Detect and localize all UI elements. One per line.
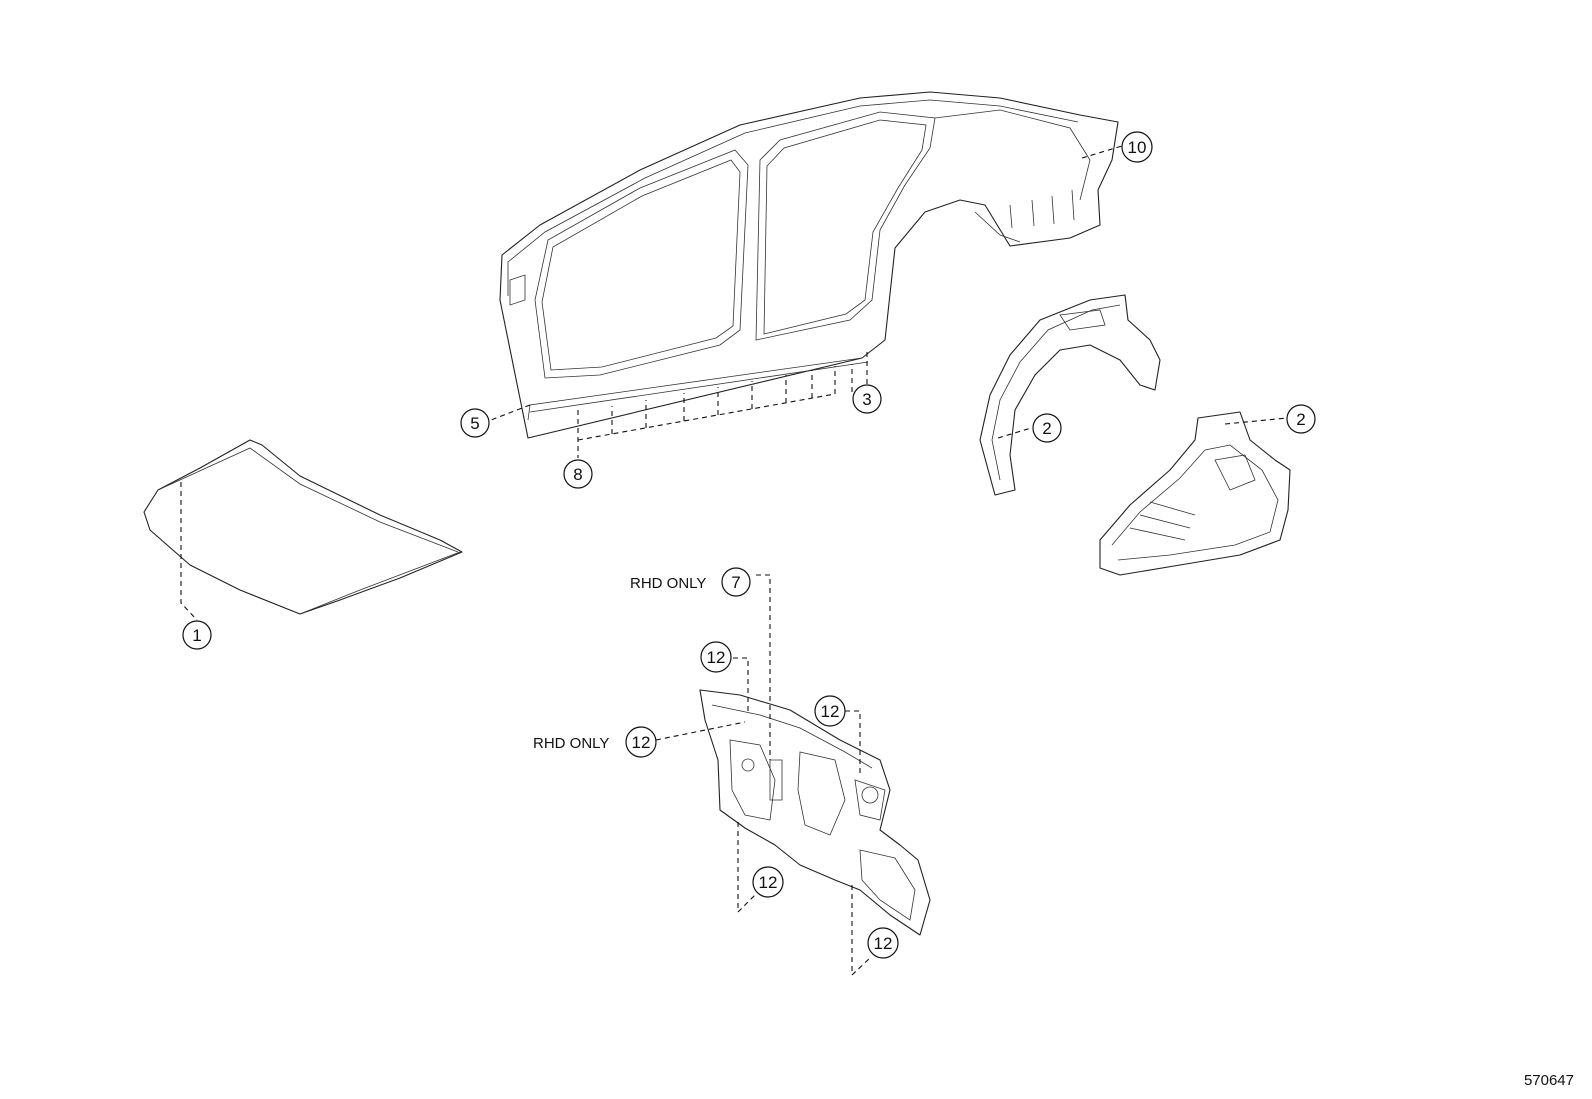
leader-lines [180,145,1288,977]
svg-text:12: 12 [632,733,651,752]
leader-2a [997,427,1032,439]
callout-1: 1 [182,620,212,650]
leader-12d [737,822,756,914]
dash-panel-silencer [699,689,931,936]
leader-2b [1224,417,1288,425]
svg-text:5: 5 [470,414,479,433]
svg-text:1: 1 [192,626,201,645]
callout-12-lower-right: 12 [867,927,899,959]
svg-text:2: 2 [1042,419,1051,438]
leader-10 [1081,145,1123,159]
rhd-only-note-7: RHD ONLY [630,575,706,592]
wheel-house-inner [979,294,1161,496]
callout-8: 8 [563,459,593,489]
callout-2-wheel-house-outer: 2 [1286,404,1316,434]
callout-10: 10 [1121,131,1153,163]
svg-text:7: 7 [731,573,740,592]
rhd-only-note-12: RHD ONLY [533,735,609,752]
callout-5: 5 [460,408,490,438]
svg-text:12: 12 [821,702,840,721]
callout-2-wheel-house-inner: 2 [1032,413,1062,443]
callout-12-upper-left: 12 [700,641,732,673]
svg-text:12: 12 [759,873,778,892]
leader-12b [655,721,746,741]
leader-1 [180,482,198,621]
hood-panel [143,439,463,615]
svg-text:2: 2 [1296,410,1305,429]
leader-12c [845,710,861,775]
callout-12-lower-left: 12 [752,866,784,898]
svg-text:8: 8 [573,465,582,484]
callout-12-upper-right: 12 [814,695,846,727]
svg-text:10: 10 [1128,138,1147,157]
leader-7 [756,574,771,760]
catalog-number: 570647 [1523,1072,1574,1089]
wheel-house-outer [1099,411,1291,576]
callout-7: 7 [721,567,751,597]
callout-12-rhd-only: 12 [625,726,657,758]
leader-5 [490,404,531,421]
leader-8-branches [577,364,853,441]
svg-text:3: 3 [862,390,871,409]
leader-12e [851,885,871,977]
leader-12a [733,657,749,715]
side-panel-outer [499,91,1119,439]
svg-text:12: 12 [707,648,726,667]
svg-text:12: 12 [874,934,893,953]
callout-3: 3 [852,384,882,414]
